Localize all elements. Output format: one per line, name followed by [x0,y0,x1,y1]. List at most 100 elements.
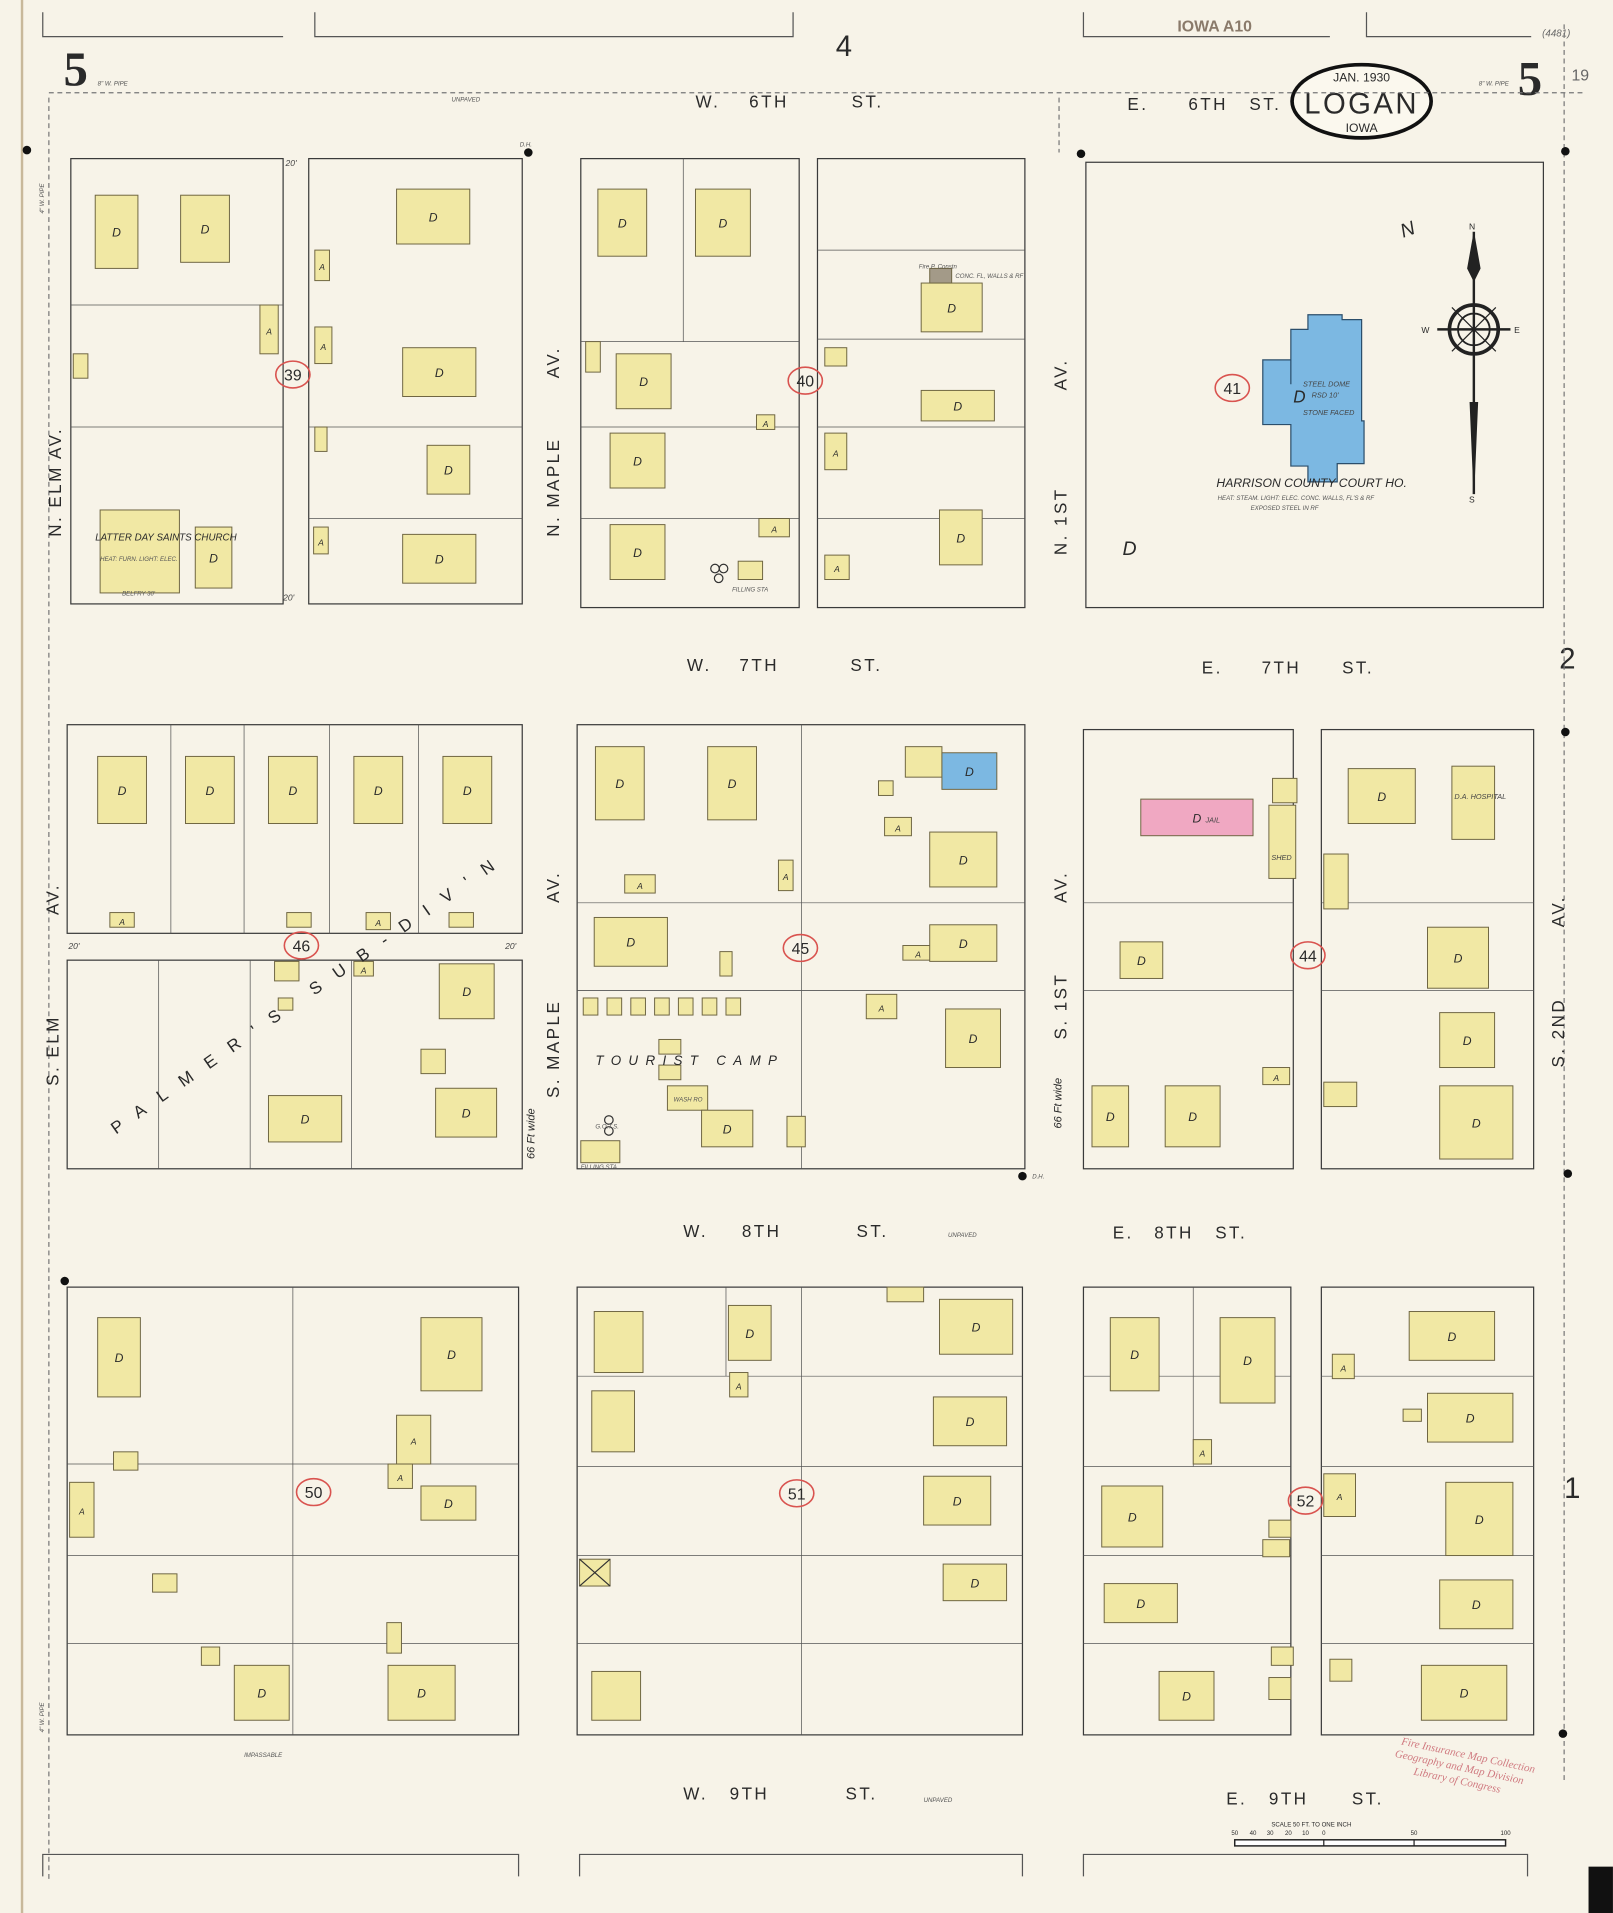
frame-building[interactable]: D [426,444,471,495]
frame-building[interactable]: D [1408,1311,1496,1361]
frame-building[interactable] [1268,1677,1292,1700]
frame-building[interactable]: D [267,755,318,825]
auto-garage[interactable]: A [1192,1439,1213,1465]
auto-garage[interactable]: A [824,432,848,471]
frame-building[interactable]: D [353,755,404,825]
frame-building[interactable]: D [1347,768,1416,825]
frame-building[interactable]: D [97,755,147,825]
concrete-building[interactable] [929,267,953,284]
frame-building[interactable] [72,353,89,379]
frame-building[interactable]: D [435,1087,498,1138]
frame-building[interactable] [448,912,474,928]
frame-building[interactable] [1268,804,1297,879]
frame-building[interactable] [277,997,294,1011]
frame-building[interactable]: D [185,755,235,825]
frame-building[interactable] [1402,1408,1422,1422]
auto-garage[interactable]: A [314,249,330,282]
frame-building[interactable]: D [727,1304,772,1361]
frame-building[interactable]: D [1103,1583,1178,1624]
auto-garage[interactable]: A [313,526,329,555]
frame-building[interactable]: D [593,916,668,967]
auto-garage[interactable]: A [729,1372,749,1398]
frame-building[interactable] [200,1646,221,1666]
frame-building[interactable] [580,1140,621,1164]
frame-building[interactable] [593,1311,644,1374]
frame-building[interactable]: D [594,746,645,821]
frame-building[interactable]: D [929,831,998,888]
frame-building[interactable]: D [233,1664,290,1721]
frame-building[interactable] [666,1085,709,1111]
frame-building[interactable] [591,1670,642,1721]
frame-building[interactable]: D [1439,1012,1496,1069]
frame-building[interactable] [701,997,718,1016]
frame-building[interactable] [585,341,601,373]
frame-building[interactable]: D [929,924,998,962]
auto-garage[interactable]: A [624,874,656,894]
frame-building[interactable] [152,1573,178,1593]
frame-building[interactable] [786,1115,806,1148]
frame-building[interactable]: D [1158,1670,1215,1721]
frame-building[interactable]: D [442,755,493,825]
frame-building[interactable] [1262,1539,1291,1558]
auto-garage[interactable]: A [109,912,135,928]
frame-building[interactable] [1272,777,1298,804]
frame-building[interactable]: D [1219,1317,1276,1404]
frame-building[interactable] [582,997,599,1016]
brick-building[interactable]: D [1140,798,1254,837]
auto-garage[interactable]: A [1323,1473,1356,1517]
frame-building[interactable]: D [932,1396,1008,1447]
auto-garage[interactable]: A [1331,1353,1355,1380]
frame-building[interactable] [886,1286,925,1303]
frame-building[interactable] [113,1451,139,1471]
frame-building[interactable]: D [615,353,672,410]
auto-garage[interactable]: A [353,960,374,977]
auto-garage[interactable]: A [824,554,850,581]
frame-building[interactable]: D [1109,1317,1160,1392]
frame-building[interactable]: D [1439,1085,1514,1160]
frame-building[interactable] [591,1390,635,1453]
frame-building[interactable]: D [923,1475,992,1526]
frame-building[interactable] [658,1064,682,1081]
frame-building[interactable]: D [945,1008,1001,1069]
frame-building[interactable] [1323,1081,1358,1108]
frame-building[interactable]: D [938,1298,1014,1355]
frame-building[interactable] [737,560,764,581]
frame-building[interactable]: D [1091,1085,1130,1148]
frame-building[interactable]: D [1427,1392,1514,1443]
auto-garage[interactable]: A [758,518,790,538]
auto-garage[interactable]: A [777,859,794,892]
frame-building[interactable]: D [1101,1485,1164,1548]
auto-garage[interactable]: A [69,1481,95,1538]
frame-building[interactable]: D [1445,1481,1514,1557]
frame-building[interactable]: D [1119,941,1164,979]
frame-building[interactable] [725,997,742,1016]
frame-building[interactable] [654,997,670,1016]
frame-building[interactable]: D [609,524,666,581]
frame-building[interactable] [877,780,894,796]
frame-building[interactable] [1323,853,1349,910]
frame-building[interactable]: D [267,1095,343,1143]
auto-garage[interactable]: A [365,912,391,931]
auto-garage[interactable]: A [396,1414,432,1465]
frame-building[interactable] [824,347,848,367]
auto-garage[interactable]: A [259,304,279,355]
frame-building[interactable]: D [938,509,983,566]
court-house[interactable]: D STEEL DOME RSD 10' STONE FACED [1262,314,1365,483]
frame-building[interactable]: D [707,746,757,821]
auto-garage[interactable]: A [314,326,333,365]
frame-building[interactable] [99,509,180,594]
frame-building[interactable]: D [1164,1085,1221,1148]
frame-building[interactable]: D [402,533,477,584]
frame-building[interactable] [1270,1646,1294,1666]
frame-building[interactable]: D [420,1485,477,1521]
auto-garage[interactable]: A [865,993,898,1020]
frame-building[interactable] [606,997,623,1016]
auto-garage[interactable]: A [755,414,776,430]
frame-building[interactable]: D [194,526,233,589]
frame-building[interactable] [286,912,312,928]
auto-garage[interactable]: A [884,816,912,837]
frame-building[interactable]: D [387,1664,456,1721]
frame-building[interactable]: D [1439,1579,1514,1630]
frame-building[interactable]: D [402,347,477,397]
fireproof-building[interactable]: D [941,752,998,790]
